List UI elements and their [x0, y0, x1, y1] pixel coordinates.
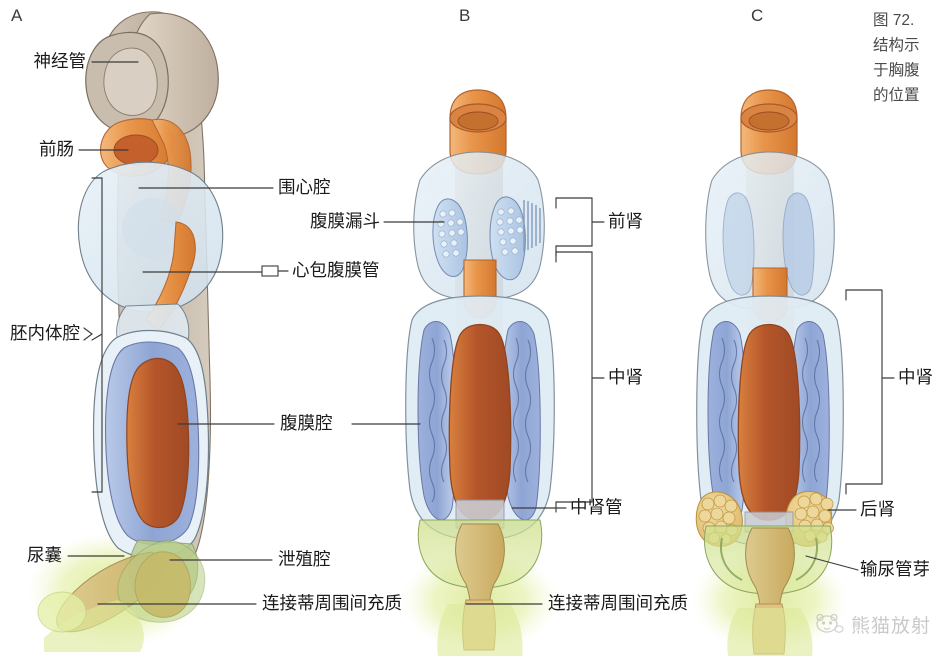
- label-pericardial-cavity: 围心腔: [278, 177, 331, 197]
- caption-line-1: 图 72.: [873, 12, 915, 29]
- label-pronephros: 前肾: [608, 211, 643, 231]
- caption-line-3: 于胸腹: [873, 62, 920, 79]
- label-nephrostome: 腹膜漏斗: [310, 211, 380, 231]
- caption-line-4: 的位置: [873, 87, 920, 104]
- watermark: 熊猫放射: [814, 611, 931, 638]
- figure-caption: 图 72. 结构示 于胸腹 的位置: [873, 8, 939, 108]
- label-mesonephric-duct: 中肾管: [570, 497, 623, 517]
- label-cloaca: 泄殖腔: [278, 549, 331, 569]
- label-connecting-stalk-mesenchyme-b: 连接蒂周围间充质: [548, 593, 688, 613]
- panel-b-illustration: [402, 89, 558, 656]
- panel-letter-a: A: [11, 6, 23, 25]
- label-ureteric-bud: 输尿管芽: [860, 559, 930, 579]
- label-foregut: 前肠: [39, 139, 74, 159]
- label-metanephros: 后肾: [860, 499, 895, 519]
- label-peritoneal-cavity: 腹膜腔: [280, 413, 333, 433]
- label-connecting-stalk-mesenchyme-a: 连接蒂周围间充质: [262, 593, 402, 613]
- panel-c-illustration: [692, 89, 848, 656]
- label-allantois: 尿囊: [27, 545, 62, 565]
- panel-letter-b: B: [459, 6, 471, 25]
- caption-line-2: 结构示: [873, 37, 920, 54]
- label-neural-tube: 神经管: [33, 51, 87, 71]
- panda-chat-icon: [816, 613, 844, 633]
- leader-lines: [67, 61, 895, 605]
- panel-letter-c: C: [751, 6, 764, 25]
- label-intraembryonic-coelom: 胚内体腔: [10, 323, 80, 343]
- label-mesonephros-c: 中肾: [898, 367, 933, 387]
- watermark-text: 熊猫放射: [850, 616, 931, 637]
- label-mesonephros-b: 中肾: [608, 367, 643, 387]
- label-pericardioperitoneal-canal: 心包腹膜管: [292, 260, 380, 280]
